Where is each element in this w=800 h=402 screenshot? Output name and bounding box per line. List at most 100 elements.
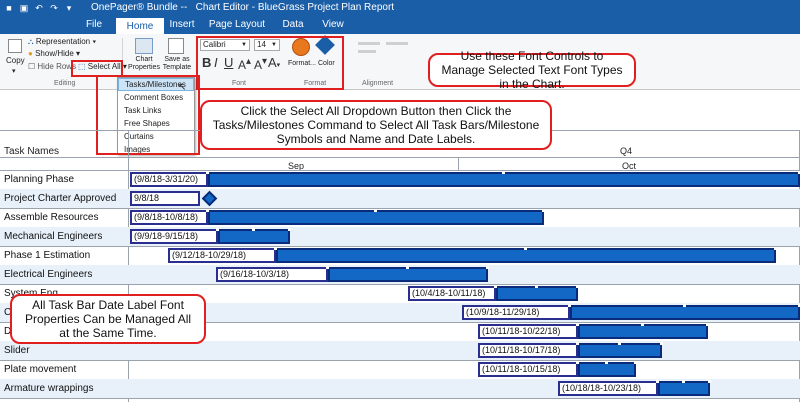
align-icon[interactable] <box>386 42 408 45</box>
date-label[interactable]: (10/11/18-10/22/18) <box>478 324 578 339</box>
shrink-font-icon[interactable]: A▾ <box>254 56 268 72</box>
selection-handle[interactable] <box>326 266 329 269</box>
selection-handle[interactable] <box>494 285 497 288</box>
selection-handle[interactable] <box>206 171 209 174</box>
date-label[interactable]: (10/9/18-11/29/18) <box>462 305 570 320</box>
tab-page-layout[interactable]: Page Layout <box>208 19 266 30</box>
date-label[interactable]: (10/11/18-10/15/18) <box>478 362 578 377</box>
tab-insert[interactable]: Insert <box>169 19 195 30</box>
date-label[interactable]: (9/16/18-10/3/18) <box>216 267 328 282</box>
redo-icon[interactable]: ↷ <box>50 3 58 13</box>
task-bar[interactable] <box>218 229 290 244</box>
copy-button[interactable]: Copy <box>6 56 25 65</box>
task-bar[interactable] <box>496 286 578 301</box>
selection-handle[interactable] <box>486 266 489 269</box>
underline-icon[interactable]: U <box>224 55 234 70</box>
task-name[interactable]: Armature wrappings <box>4 383 94 394</box>
format-button[interactable]: Format... <box>288 60 317 67</box>
tab-view[interactable]: View <box>322 19 344 30</box>
menu-item-free-shapes[interactable]: Free Shapes <box>124 119 170 128</box>
font-color-icon[interactable]: A▾ <box>268 55 281 70</box>
date-label[interactable]: (9/12/18-10/29/18) <box>168 248 276 263</box>
task-bar[interactable] <box>328 267 488 282</box>
menu-item-comment-boxes[interactable]: Comment Boxes <box>124 93 184 102</box>
selection-handle[interactable] <box>774 247 777 250</box>
hide-rows-button[interactable]: ☐ Hide Rows <box>28 62 77 71</box>
date-label[interactable]: (9/8/18-10/8/18) <box>130 210 208 225</box>
save-template-icon[interactable] <box>168 38 184 54</box>
select-all-button[interactable]: ⬚ Select All ▾ <box>78 62 127 71</box>
task-name[interactable]: Project Charter Approved <box>4 193 117 204</box>
selection-handle[interactable] <box>641 323 644 326</box>
bold-icon[interactable]: B <box>202 55 212 70</box>
task-bar[interactable] <box>578 324 708 339</box>
selection-handle[interactable] <box>634 361 637 364</box>
selection-handle[interactable] <box>568 304 571 307</box>
date-label[interactable]: (10/4/18-10/11/18) <box>408 286 496 301</box>
task-name[interactable]: Mechanical Engineers <box>4 231 103 242</box>
italic-icon[interactable]: I <box>214 55 218 70</box>
task-bar[interactable] <box>578 362 636 377</box>
selection-handle[interactable] <box>683 304 686 307</box>
task-name[interactable]: Planning Phase <box>4 174 75 185</box>
palette-icon[interactable] <box>292 38 310 56</box>
selection-handle[interactable] <box>252 228 255 231</box>
show-hide-button[interactable]: ● Show/Hide ▾ <box>28 49 81 58</box>
menu-item-images[interactable]: Images <box>124 145 151 154</box>
task-name[interactable]: Electrical Engineers <box>4 269 93 280</box>
copy-icon[interactable] <box>8 39 22 53</box>
selection-handle[interactable] <box>798 304 800 307</box>
task-bar[interactable] <box>276 248 776 263</box>
selection-handle[interactable] <box>502 171 505 174</box>
representation-button[interactable]: ⛬ Representation ▾ <box>28 37 97 46</box>
align-icon[interactable] <box>358 42 380 45</box>
save-as-template-button[interactable]: Save as Template <box>162 56 192 71</box>
selection-handle[interactable] <box>524 247 527 250</box>
selection-handle[interactable] <box>576 342 579 345</box>
save-icon[interactable]: ▣ <box>19 3 29 13</box>
selection-handle[interactable] <box>660 342 663 345</box>
selection-handle[interactable] <box>576 285 579 288</box>
date-label[interactable]: (9/8/18-3/31/20) <box>130 172 208 187</box>
task-bar[interactable] <box>658 381 710 396</box>
selection-handle[interactable] <box>618 342 621 345</box>
align-icon[interactable] <box>358 50 376 53</box>
selection-handle[interactable] <box>576 323 579 326</box>
menu-item-task-links[interactable]: Task Links <box>124 106 162 115</box>
task-bar[interactable] <box>208 172 800 187</box>
selection-handle[interactable] <box>216 228 219 231</box>
font-size-combo[interactable]: 14▼ <box>254 39 280 51</box>
tab-data[interactable]: Data <box>282 19 304 30</box>
task-bar[interactable] <box>570 305 800 320</box>
selection-handle[interactable] <box>706 323 709 326</box>
color-button[interactable]: Color <box>318 60 335 67</box>
dropdown-icon[interactable]: ▾ <box>66 3 72 13</box>
undo-icon[interactable]: ↶ <box>35 3 43 13</box>
selection-handle[interactable] <box>206 209 209 212</box>
task-bar[interactable] <box>578 343 662 358</box>
chart-properties-icon[interactable] <box>135 38 153 54</box>
task-name[interactable]: Slider <box>4 345 30 356</box>
selection-handle[interactable] <box>542 209 545 212</box>
menu-item-curtains[interactable]: Curtains <box>124 132 154 141</box>
date-label[interactable]: (10/11/18-10/17/18) <box>478 343 578 358</box>
tab-home[interactable]: Home <box>116 16 164 34</box>
selection-handle[interactable] <box>274 247 277 250</box>
task-name[interactable]: Plate movement <box>4 364 77 375</box>
task-name[interactable]: System Eng <box>4 284 58 303</box>
date-label[interactable]: 9/8/18 <box>130 191 200 206</box>
selection-handle[interactable] <box>288 228 291 231</box>
grow-font-icon[interactable]: A▴ <box>238 56 252 72</box>
selection-handle[interactable] <box>682 380 685 383</box>
chevron-down-icon[interactable]: ▾ <box>12 68 16 75</box>
task-name[interactable]: Phase 1 Estimation <box>4 250 91 261</box>
selection-handle[interactable] <box>535 285 538 288</box>
task-bar[interactable] <box>208 210 544 225</box>
selection-handle[interactable] <box>605 361 608 364</box>
chart-properties-button[interactable]: Chart Properties <box>128 56 160 71</box>
tab-file[interactable]: File <box>85 19 103 30</box>
selection-handle[interactable] <box>374 209 377 212</box>
task-name[interactable]: Assemble Resources <box>4 212 99 223</box>
font-name-combo[interactable]: Calibri▼ <box>200 39 250 51</box>
date-label[interactable]: (10/18/18-10/23/18) <box>558 381 658 396</box>
